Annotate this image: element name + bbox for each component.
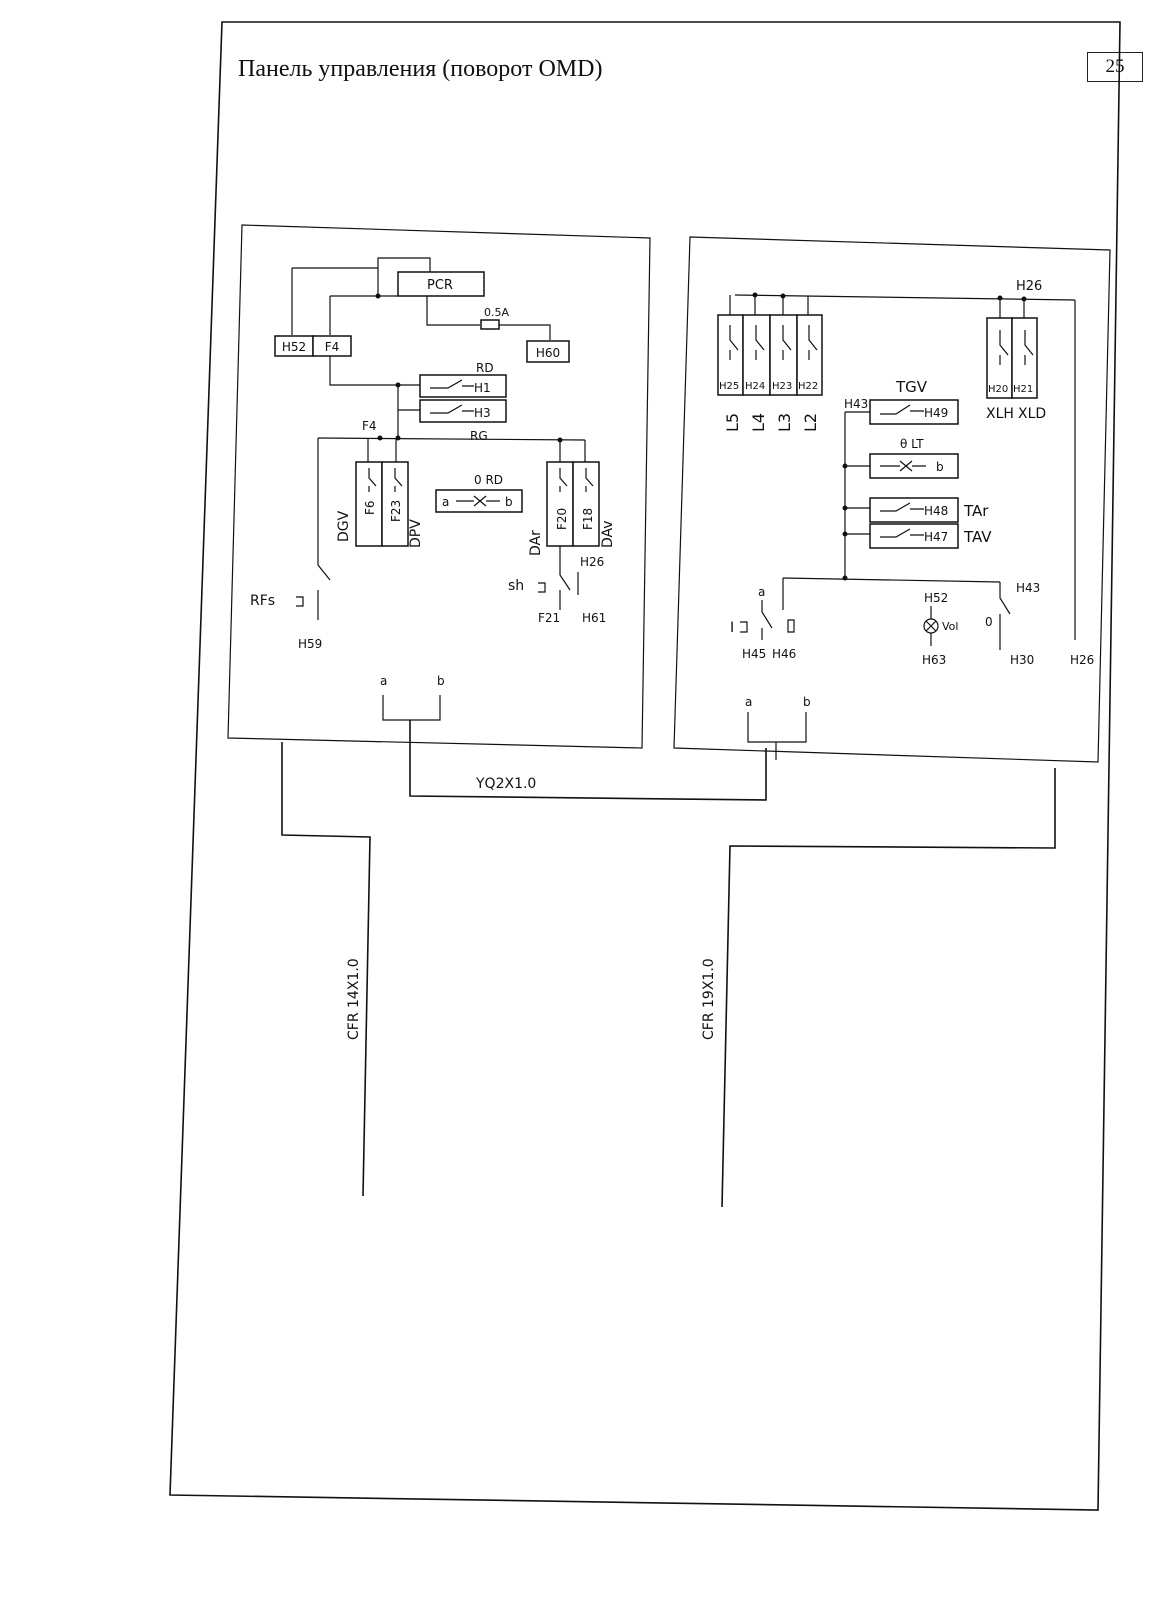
svg-text:H20: H20: [988, 384, 1008, 395]
page-title: Панель управления (поворот OMD): [238, 56, 603, 82]
svg-text:RD: RD: [476, 361, 494, 375]
svg-text:H24: H24: [745, 381, 765, 392]
f23-contact: [381, 461, 409, 547]
svg-text:RFs: RFs: [250, 593, 275, 609]
interlink-cable-label: YQ2X1.0: [475, 776, 536, 792]
page-frame: [169, 21, 1121, 1511]
svg-text:F21: F21: [538, 611, 560, 625]
svg-text:F4: F4: [362, 419, 377, 433]
svg-text:H21: H21: [1013, 384, 1033, 395]
svg-text:H26: H26: [1016, 279, 1042, 294]
svg-text:H26: H26: [1070, 653, 1094, 667]
svg-text:F23: F23: [389, 500, 403, 522]
tar-contact: [869, 497, 959, 523]
svg-text:H43: H43: [1016, 581, 1040, 595]
f4-terminal: [312, 335, 352, 357]
svg-text:H3: H3: [474, 406, 491, 420]
svg-text:0 RD: 0 RD: [474, 473, 503, 487]
f18-contact: [572, 461, 600, 547]
svg-text:TGV: TGV: [895, 378, 928, 396]
svg-text:XLH: XLH: [986, 406, 1014, 422]
svg-text:H30: H30: [1010, 653, 1034, 667]
svg-text:RG: RG: [470, 429, 488, 443]
svg-text:0: 0: [985, 615, 993, 629]
svg-text:H26: H26: [580, 555, 604, 569]
svg-text:a: a: [380, 674, 387, 688]
left-cable: [281, 742, 371, 1197]
right-cable-label: CFR 19X1.0: [701, 958, 717, 1040]
svg-text:TAV: TAV: [963, 528, 992, 546]
svg-text:H52: H52: [282, 340, 306, 354]
svg-text:XLD: XLD: [1018, 406, 1046, 422]
pcr-box: [397, 271, 485, 297]
svg-text:a: a: [745, 695, 752, 709]
svg-text:H25: H25: [719, 381, 739, 392]
svg-text:H46: H46: [772, 647, 796, 661]
contact-h25: [717, 314, 744, 396]
svg-text:b: b: [936, 460, 944, 474]
svg-text:H61: H61: [582, 611, 606, 625]
svg-text:F20: F20: [555, 508, 569, 530]
left-cable-label: CFR 14X1.0: [346, 958, 362, 1040]
svg-text:H63: H63: [922, 653, 946, 667]
fuse-box: [480, 319, 500, 330]
svg-text:Vol: Vol: [942, 620, 958, 633]
svg-text:TAr: TAr: [963, 502, 989, 520]
pcr-label: PCR: [427, 278, 453, 293]
svg-text:DAr: DAr: [528, 530, 544, 556]
svg-text:H1: H1: [474, 381, 491, 395]
svg-text:H59: H59: [298, 637, 322, 651]
svg-text:L2: L2: [801, 413, 820, 432]
svg-text:DAv: DAv: [600, 520, 616, 548]
svg-text:L3: L3: [775, 413, 794, 432]
thermal-rd: [435, 489, 523, 513]
svg-text:H43: H43: [844, 397, 868, 411]
svg-text:L4: L4: [749, 413, 768, 432]
svg-text:F6: F6: [363, 500, 377, 515]
svg-text:DGV: DGV: [336, 510, 352, 542]
h60-terminal: [526, 340, 570, 363]
svg-text:H48: H48: [924, 504, 948, 518]
right-cable: [721, 768, 1056, 1208]
svg-text:H23: H23: [772, 381, 792, 392]
svg-text:H22: H22: [798, 381, 818, 392]
svg-text:a: a: [442, 495, 449, 509]
svg-text:F4: F4: [325, 340, 340, 354]
right-panel-frame: [673, 236, 1111, 763]
svg-text:H45: H45: [742, 647, 766, 661]
svg-text:sh: sh: [508, 578, 524, 594]
fuse-label: 0.5A: [484, 306, 509, 319]
svg-text:H49: H49: [924, 406, 948, 420]
svg-text:DPV: DPV: [408, 519, 424, 548]
svg-text:L5: L5: [723, 413, 742, 432]
tgv-contact: [869, 399, 959, 425]
tav-contact: [869, 523, 959, 549]
left-panel-frame: [227, 224, 651, 749]
svg-text:H47: H47: [924, 530, 948, 544]
svg-text:H60: H60: [536, 346, 560, 360]
svg-text:I: I: [730, 620, 734, 636]
svg-text:H52: H52: [924, 591, 948, 605]
svg-text:b: b: [803, 695, 811, 709]
svg-text:F18: F18: [581, 508, 595, 530]
svg-text:θ LT: θ LT: [900, 437, 924, 451]
svg-text:b: b: [437, 674, 445, 688]
svg-text:a: a: [758, 585, 765, 599]
svg-text:b: b: [505, 495, 513, 509]
